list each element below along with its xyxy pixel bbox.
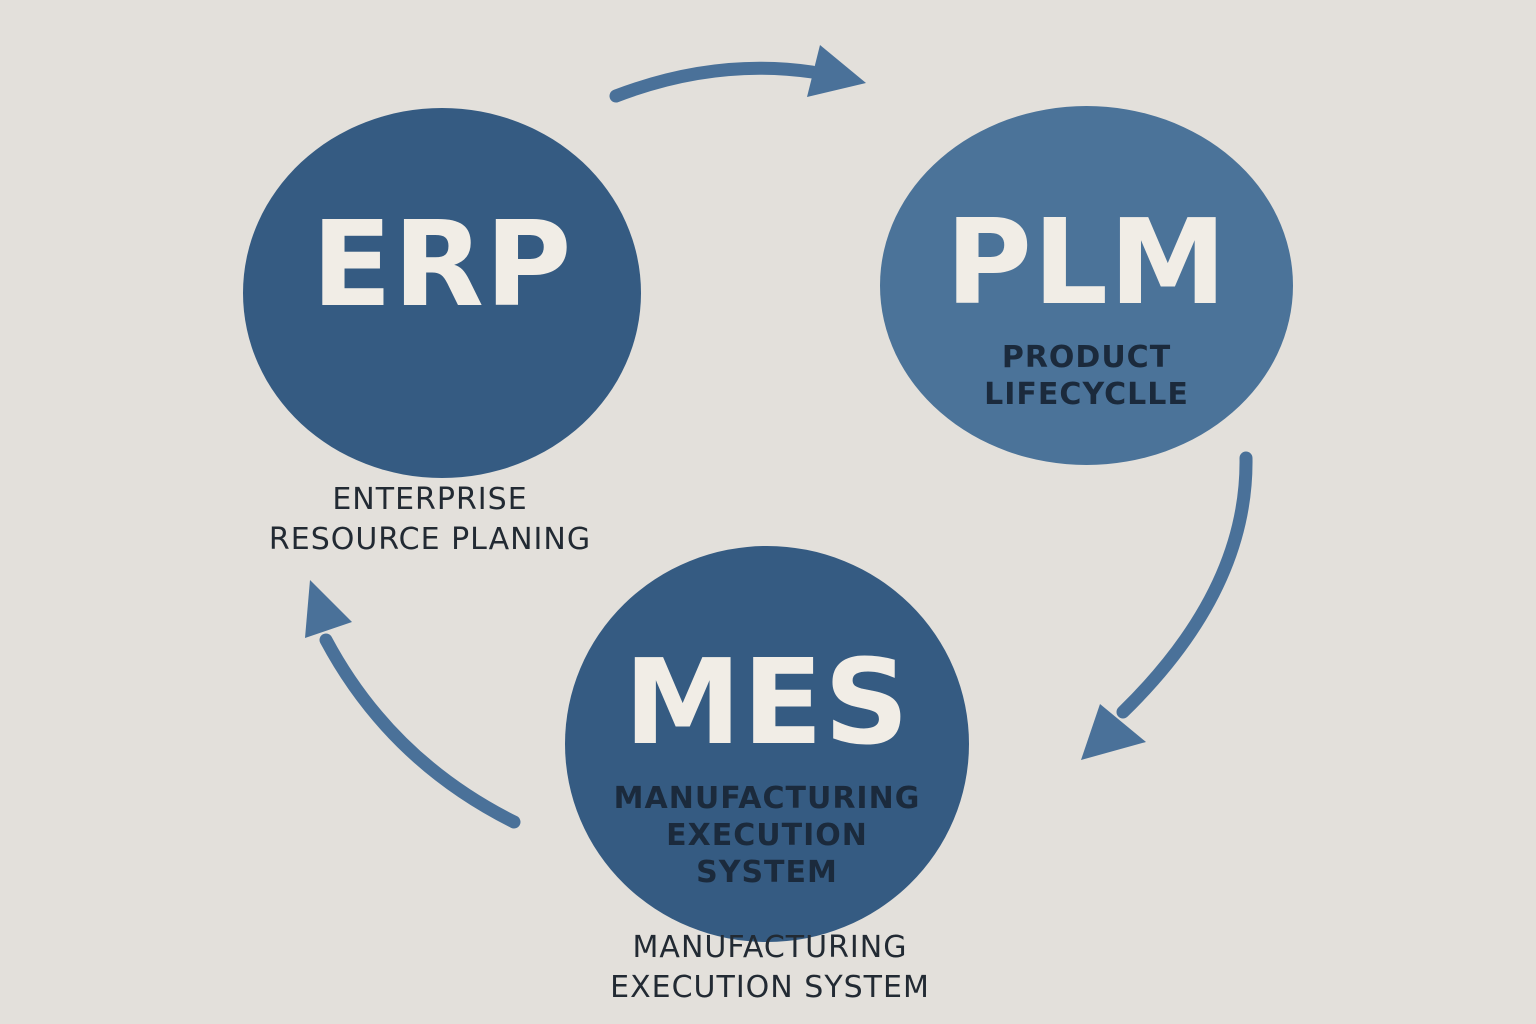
mes-acronym: MES bbox=[623, 633, 910, 771]
mes-caption-line-1: MANUFACTURING bbox=[632, 930, 908, 965]
plm-circle: PLM PRODUCT LIFECYCLLE bbox=[880, 106, 1293, 465]
mes-caption-line-2: EXECUTION SYSTEM bbox=[610, 970, 930, 1005]
erp-caption: ENTERPRISE RESOURCE PLANING bbox=[240, 480, 620, 560]
arrow-erp-to-plm bbox=[609, 61, 819, 103]
plm-acronym: PLM bbox=[945, 193, 1228, 331]
mes-description-line-1: MANUFACTURING bbox=[613, 781, 921, 816]
plm-description: PRODUCT LIFECYCLLE bbox=[880, 339, 1293, 413]
erp-caption-line-1: ENTERPRISE bbox=[332, 482, 528, 517]
arrow-plm-to-mes bbox=[1116, 451, 1253, 719]
mes-description-line-2: EXECUTION bbox=[666, 818, 868, 853]
mes-circle: MES MANUFACTURING EXECUTION SYSTEM bbox=[565, 546, 969, 942]
mes-caption: MANUFACTURING EXECUTION SYSTEM bbox=[570, 928, 970, 1008]
erp-circle: ERP bbox=[243, 108, 641, 478]
arrow-head-mes-to-erp bbox=[305, 580, 352, 638]
arrow-head-plm-to-mes bbox=[1081, 704, 1146, 760]
erp-caption-line-2: RESOURCE PLANING bbox=[268, 522, 592, 557]
erp-acronym: ERP bbox=[311, 195, 573, 333]
mes-description: MANUFACTURING EXECUTION SYSTEM bbox=[565, 780, 969, 891]
plm-description-line-2: LIFECYCLLE bbox=[984, 377, 1189, 412]
mes-description-line-3: SYSTEM bbox=[696, 855, 838, 890]
arrow-head-erp-to-plm bbox=[807, 45, 866, 97]
plm-description-line-1: PRODUCT bbox=[1001, 340, 1172, 375]
arrow-mes-to-erp bbox=[319, 633, 521, 829]
